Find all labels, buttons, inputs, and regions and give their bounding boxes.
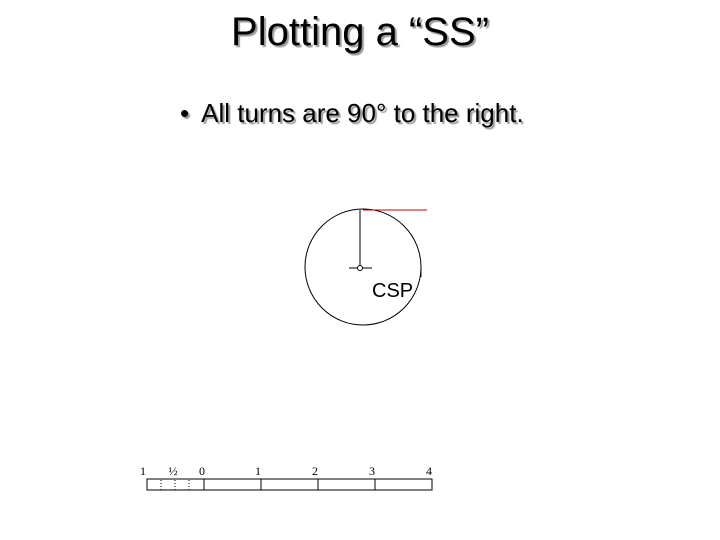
scale-label: 1 xyxy=(140,464,146,478)
csp-label: CSP xyxy=(372,280,413,302)
bullet-item: • All turns are 90° to the right. xyxy=(180,98,524,129)
center-marker xyxy=(357,265,363,271)
scale-label: ½ xyxy=(169,464,178,478)
scale-bar-outline xyxy=(146,478,433,491)
scale-label: 2 xyxy=(312,464,318,478)
scale-label: 4 xyxy=(426,464,432,478)
bullet-text: All turns are 90° to the right. xyxy=(201,98,524,128)
scale-label: 3 xyxy=(369,464,375,478)
scale-label: 0 xyxy=(199,464,205,478)
scale-label: 1 xyxy=(255,464,261,478)
bullet-symbol: • xyxy=(180,98,190,128)
slide-title: Plotting a “SS” xyxy=(231,10,489,54)
distance-scale: 1 ½ 0 1 2 3 4 xyxy=(140,464,433,491)
turning-circle xyxy=(304,208,422,326)
